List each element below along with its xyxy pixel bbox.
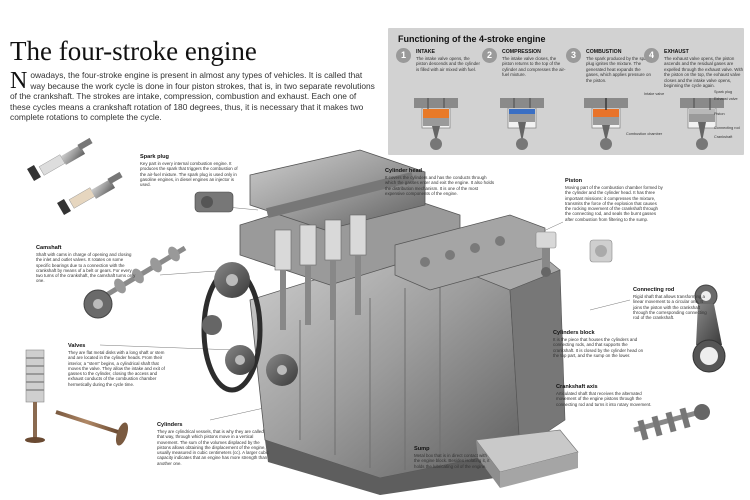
stroke-combustion: 3 COMBUSTION The spark produced by the s… — [566, 48, 662, 152]
callout-valves: Valves They are flat metal disks with a … — [68, 343, 168, 387]
callout-description: Key part in every internal combustion en… — [140, 161, 238, 188]
intro-dropcap: N — [10, 68, 28, 94]
connecting-rod-icon — [692, 284, 726, 373]
piston-label: Piston — [714, 112, 725, 116]
callout-cylinders: Cylinders They are cylindrical vessels, … — [157, 422, 269, 466]
callout-title: Cylinder head — [385, 168, 422, 174]
callout-description: Rigid shaft that allows transforming a l… — [633, 294, 707, 321]
stroke-description: The spark produced by the spark plug ign… — [586, 56, 651, 83]
connecting-rod-label: Connecting rod — [714, 126, 740, 130]
callout-title: Cylinders — [157, 422, 183, 428]
callout-description: They are cylindrical vessels, that is wh… — [157, 429, 269, 466]
callout-description: Moving part of the combustion chamber fo… — [565, 185, 663, 222]
camshaft-icon — [83, 245, 187, 319]
functioning-panel: Functioning of the 4-stroke engine 1 INT… — [388, 28, 744, 155]
callout-title: Camshaft — [36, 245, 62, 251]
timing-belt — [201, 262, 298, 393]
stroke-description: The intake valve opens, the piston desce… — [416, 56, 480, 72]
callout-cylinder-head: Cylinder head It covers the cylinders an… — [385, 168, 497, 196]
crankshaft-icon — [633, 404, 710, 441]
exhaust-valve-label: Exhaust valve — [714, 97, 738, 101]
spark-plug-icon — [27, 137, 123, 216]
stroke-name: COMBUSTION — [586, 49, 622, 55]
stroke-compression: 2 COMPRESSION The intake valve closes, t… — [482, 48, 568, 152]
callout-piston: Piston Moving part of the combustion cha… — [565, 178, 663, 222]
valve-icon — [55, 410, 129, 446]
callout-crankshaft-axis: Crankshaft axis Articulated shaft that r… — [556, 384, 661, 407]
compression-cylinder-diagram — [500, 98, 544, 150]
page-title: The four-stroke engine — [10, 36, 257, 66]
callout-title: Connecting rod — [633, 287, 675, 293]
stroke-number: 2 — [482, 48, 497, 63]
stroke-description: The intake valve closes, the piston retu… — [502, 56, 566, 78]
callout-description: Articulated shaft that receives the alte… — [556, 391, 652, 407]
callout-title: Sump — [414, 446, 430, 452]
stroke-intake: 1 INTAKE The intake valve opens, the pis… — [396, 48, 482, 152]
combustion-chamber-label: Combustion chamber — [626, 132, 663, 136]
callout-title: Spark plug — [140, 154, 169, 160]
stroke-name: EXHAUST — [664, 49, 689, 55]
callout-title: Valves — [68, 343, 86, 349]
spark-plug-label: Spark plug — [714, 90, 733, 94]
intro-text: owadays, the four-stroke engine is prese… — [10, 70, 375, 123]
crankshaft-label: Crankshaft — [714, 135, 733, 139]
stroke-exhaust: 4 EXHAUST The exhaust valve opens, the p… — [644, 48, 744, 152]
callout-description: Shaft with cams in charge of opening and… — [36, 252, 136, 284]
intake-valve-label: Intake valve — [644, 92, 665, 96]
stroke-name: COMPRESSION — [502, 49, 541, 55]
stroke-number: 4 — [644, 48, 659, 63]
callout-description: They are flat metal disks with a long sh… — [68, 350, 165, 387]
stroke-name: INTAKE — [416, 49, 435, 55]
exhaust-cylinder-diagram — [680, 98, 724, 150]
intake-manifold — [194, 191, 234, 213]
callout-description: Metal box that is in direct contact with… — [414, 453, 490, 469]
stroke-number: 3 — [566, 48, 581, 63]
callout-description: It covers the cylinders and has the cond… — [385, 175, 495, 196]
callout-title: Cylinders block — [553, 330, 595, 336]
functioning-panel-title: Functioning of the 4-stroke engine — [398, 34, 546, 44]
callout-sump: Sump Metal box that is in direct contact… — [414, 446, 490, 469]
callout-camshaft: Camshaft Shaft with cams in charge of op… — [36, 245, 136, 284]
piston-icon — [535, 231, 613, 277]
callout-title: Crankshaft axis — [556, 384, 598, 390]
stroke-description: The exhaust valve opens, the piston asce… — [664, 56, 744, 89]
callout-spark-plug: Spark plug Key part in every internal co… — [140, 154, 242, 187]
callout-cylinders-block: Cylinders block It is the piece that hou… — [553, 330, 648, 358]
pistons-cutaway — [274, 214, 367, 330]
callout-title: Piston — [565, 178, 583, 184]
callout-connecting-rod: Connecting rod Rigid shaft that allows t… — [633, 287, 711, 320]
combustion-cylinder-diagram — [584, 98, 628, 150]
stroke-number: 1 — [396, 48, 411, 63]
callout-description: It is the piece that houses the cylinder… — [553, 337, 644, 358]
valve-spring-icon — [25, 349, 45, 443]
intake-cylinder-diagram — [414, 98, 458, 150]
sump-icon — [475, 429, 579, 488]
